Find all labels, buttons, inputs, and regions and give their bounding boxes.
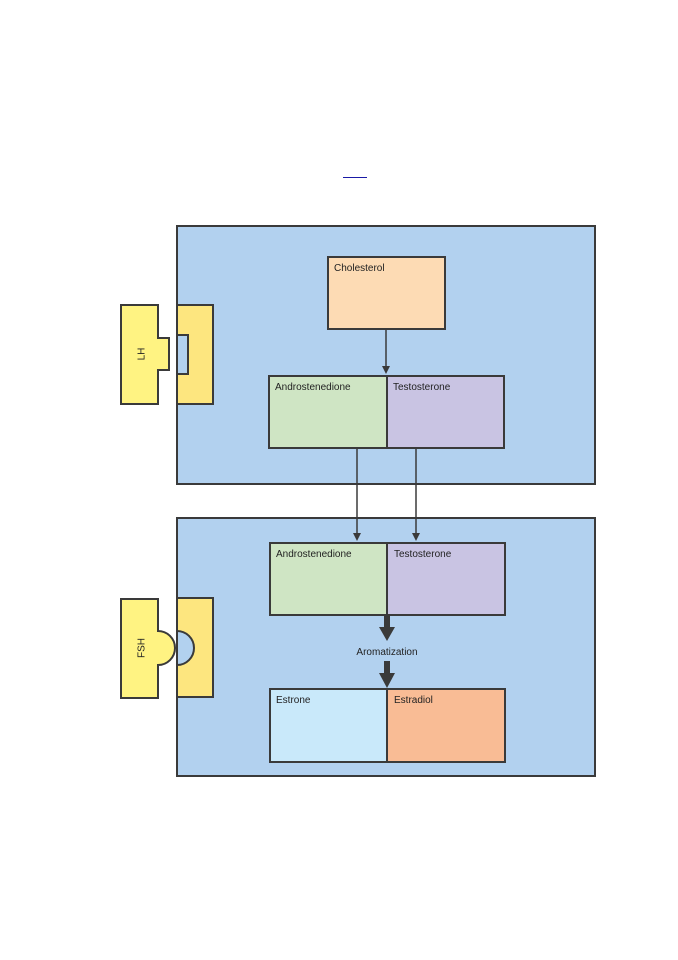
fsh-hormone-icon <box>120 598 176 699</box>
estrone-label: Estrone <box>276 695 311 706</box>
lh-receptor-right-icon <box>176 304 214 405</box>
granulosa-androstenedione-label: Androstenedione <box>276 549 352 560</box>
arrow-to-aromatization <box>379 615 395 641</box>
aromatization-label: Aromatization <box>356 647 417 658</box>
lh-hormone-icon <box>120 304 170 405</box>
estradiol-box <box>386 688 506 763</box>
arrow-to-estrogens <box>379 661 395 688</box>
cholesterol-label: Cholesterol <box>334 263 385 274</box>
cholesterol-box <box>327 256 446 330</box>
fsh-receptor-right-icon <box>176 597 214 698</box>
theca-testosterone-label: Testosterone <box>393 382 451 393</box>
link-underline[interactable] <box>343 177 367 178</box>
granulosa-testosterone-label: Testosterone <box>394 549 452 560</box>
fsh-label: FSH <box>137 638 148 658</box>
theca-androstenedione-label: Androstenedione <box>275 382 351 393</box>
theca-testosterone-box <box>386 375 505 449</box>
granulosa-testosterone-box <box>386 542 506 616</box>
theca-androstenedione-box <box>268 375 388 449</box>
lh-label: LH <box>137 348 148 361</box>
estradiol-label: Estradiol <box>394 695 433 706</box>
